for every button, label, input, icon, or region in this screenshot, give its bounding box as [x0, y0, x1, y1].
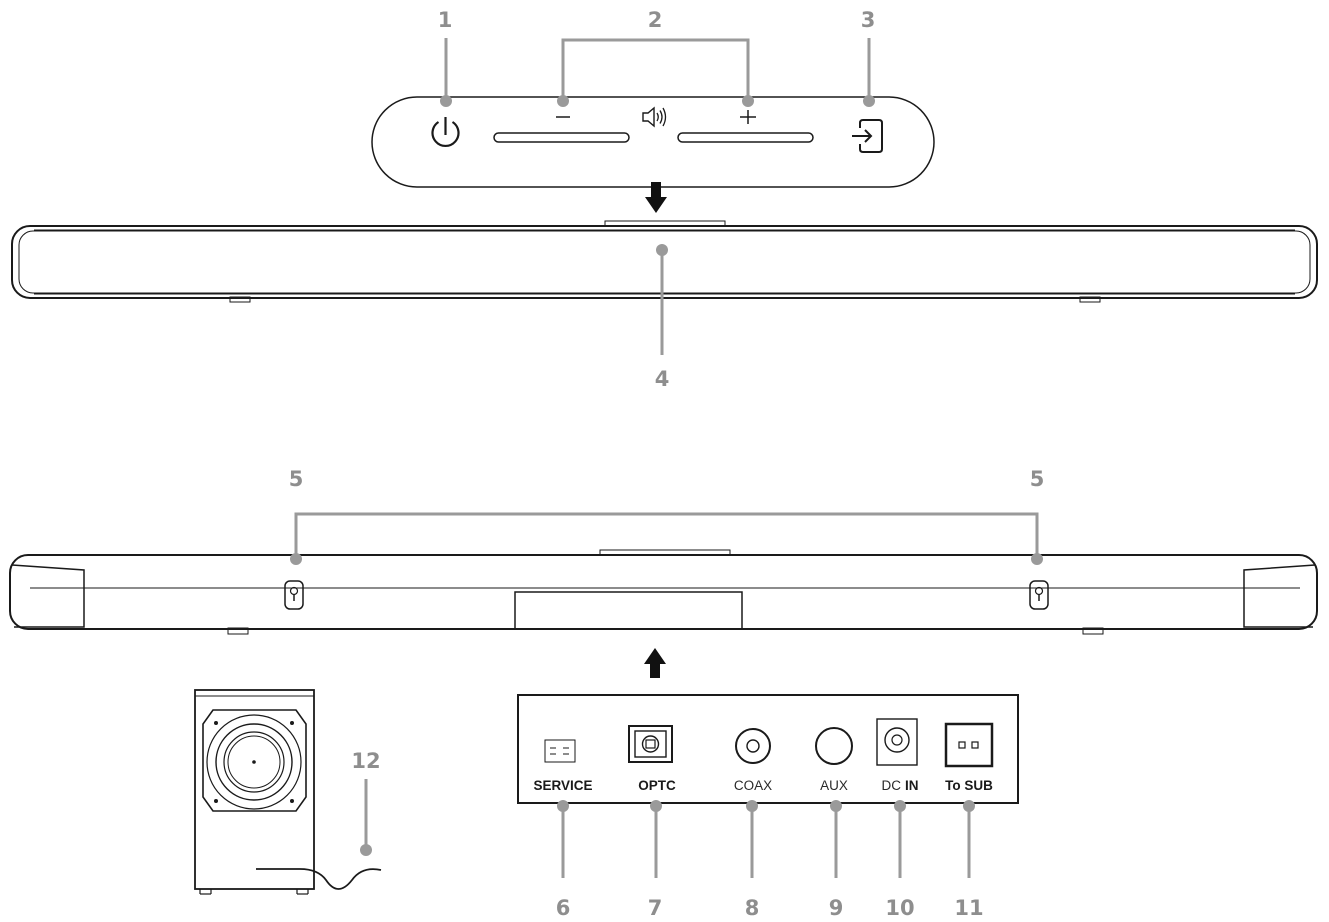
- callout-5-right: 5: [1030, 467, 1045, 491]
- port-label-to-sub: To SUB: [945, 778, 993, 793]
- power-icon: [431, 117, 460, 147]
- callout-7: 7: [648, 896, 663, 920]
- callout-12: 12: [351, 749, 380, 773]
- callout-leaders-top: [440, 38, 875, 107]
- soundbar-front: [11, 220, 1318, 303]
- callout-11: 11: [954, 896, 983, 920]
- callout-2: 2: [648, 8, 663, 32]
- callout-10: 10: [885, 896, 914, 920]
- service-port: [544, 739, 576, 763]
- port-label-coax: COAX: [734, 778, 772, 793]
- dc-in-port: [876, 718, 918, 766]
- input-source-icon: [852, 119, 883, 153]
- subwoofer: [194, 689, 382, 895]
- to-sub-port: [944, 722, 994, 768]
- port-label-service: SERVICE: [533, 778, 592, 793]
- callout-leaders-mount: [290, 512, 1043, 565]
- volume-plus-icon: [740, 110, 756, 124]
- soundbar-rear: [9, 549, 1318, 635]
- wall-mount-keyhole-left: [284, 580, 304, 610]
- callout-1: 1: [438, 8, 453, 32]
- coax-port: [735, 728, 771, 764]
- volume-plus-bar[interactable]: [677, 132, 814, 143]
- callout-6: 6: [556, 896, 571, 920]
- speaker-volume-icon: [642, 106, 667, 128]
- wall-mount-keyhole-right: [1029, 580, 1049, 610]
- callout-9: 9: [829, 896, 844, 920]
- callout-8: 8: [745, 896, 760, 920]
- volume-minus-bar[interactable]: [493, 132, 630, 143]
- control-panel: [371, 96, 935, 188]
- aux-port: [815, 727, 853, 765]
- callout-4: 4: [655, 367, 670, 391]
- port-label-aux: AUX: [820, 778, 848, 793]
- callout-leaders-ports: [557, 800, 975, 878]
- arrow-down-icon: [645, 182, 667, 213]
- arrow-up-icon: [644, 648, 666, 678]
- callout-5-left: 5: [289, 467, 304, 491]
- port-label-optc: OPTC: [638, 778, 676, 793]
- callout-3: 3: [861, 8, 876, 32]
- optical-port: [628, 725, 673, 763]
